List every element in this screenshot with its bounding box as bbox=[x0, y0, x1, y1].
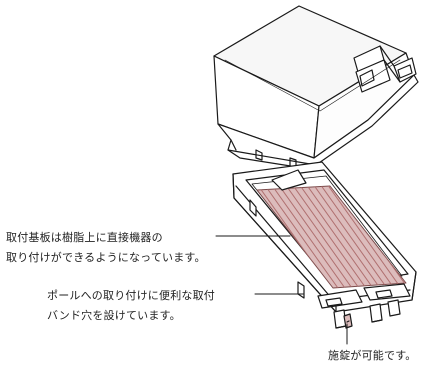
callout-mounting-board: 取付基板は樹脂上に直接機器の 取り付けができるようになっています。 bbox=[6, 228, 206, 268]
base bbox=[232, 161, 417, 329]
band-hole bbox=[297, 281, 305, 299]
base-bottom-tabs bbox=[317, 283, 411, 329]
callout-lock: 施錠が可能です。 bbox=[328, 346, 417, 366]
leader-lines bbox=[215, 235, 348, 345]
callout-mounting-board-line1: 取付基板は樹脂上に直接機器の bbox=[6, 231, 163, 244]
lid-rim bbox=[217, 74, 419, 166]
callout-mounting-board-line2: 取り付けができるようになっています。 bbox=[6, 251, 206, 264]
callout-lock-line1: 施錠が可能です。 bbox=[328, 349, 417, 362]
lid bbox=[213, 5, 419, 171]
callout-band-hole: ポールへの取り付けに便利な取付 バンド穴を設けています。 bbox=[47, 286, 215, 326]
lid-latch bbox=[353, 45, 417, 93]
callout-band-hole-line2: バンド穴を設けています。 bbox=[47, 309, 181, 322]
mounting-board bbox=[256, 185, 407, 289]
band-slot-left bbox=[249, 199, 257, 217]
callout-band-hole-line1: ポールへの取り付けに便利な取付 bbox=[47, 289, 215, 302]
lock-hasp bbox=[343, 313, 353, 329]
